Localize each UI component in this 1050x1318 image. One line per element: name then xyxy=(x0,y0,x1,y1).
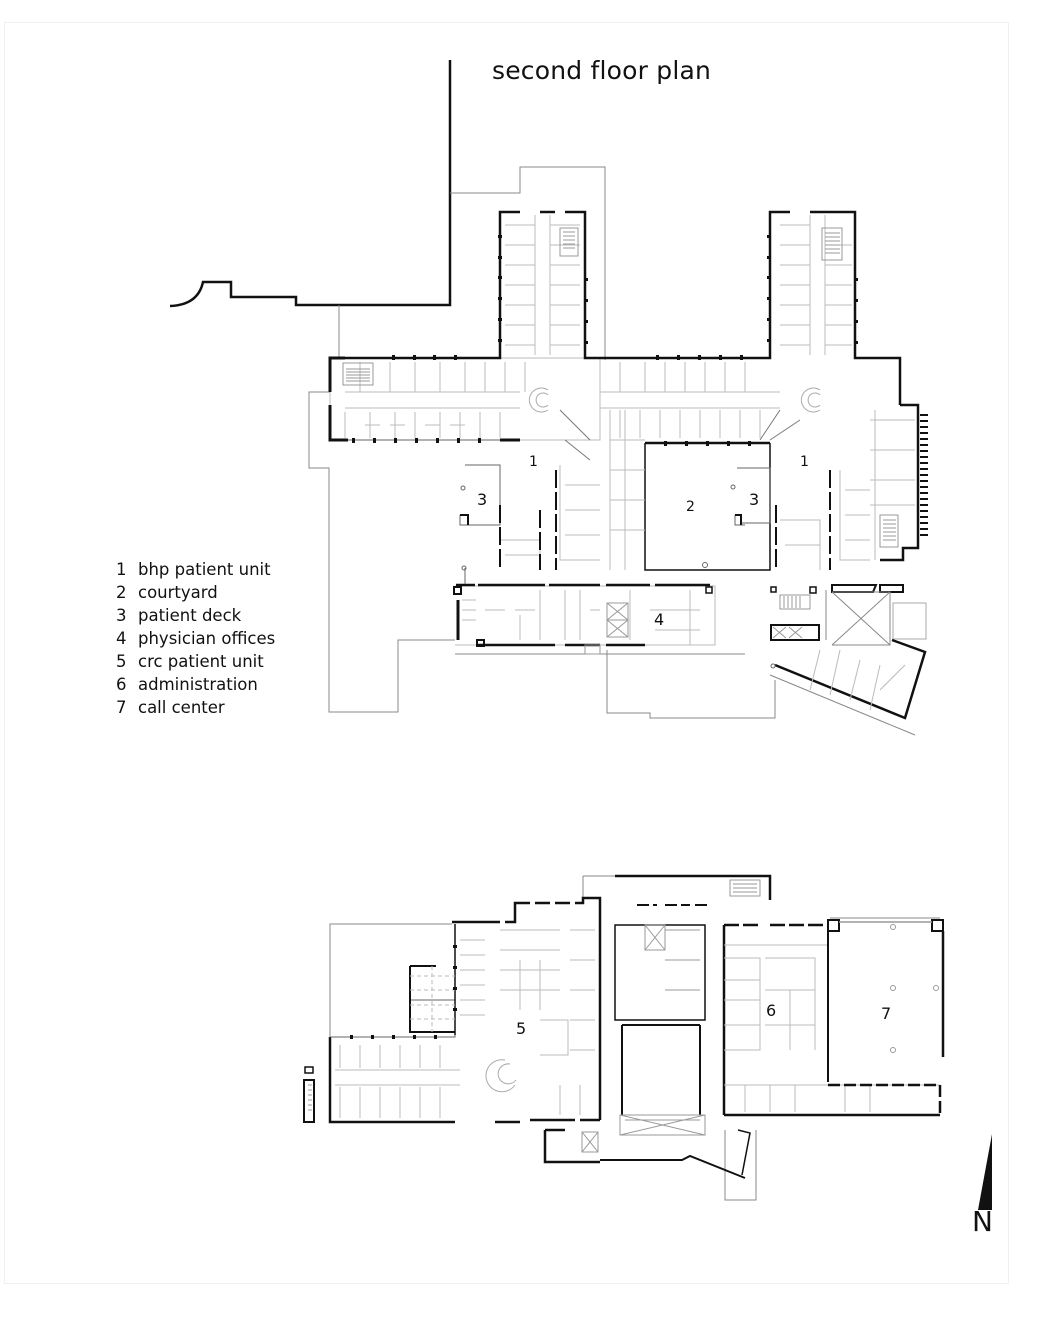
legend-item: 2 courtyard xyxy=(116,581,275,604)
legend-item: 1 bhp patient unit xyxy=(116,558,275,581)
legend-item: 6 administration xyxy=(116,673,275,696)
central-corridor xyxy=(528,210,902,446)
legend: 1 bhp patient unit 2 courtyard 3 patient de… xyxy=(116,558,275,719)
room-label-courtyard: 2 xyxy=(686,499,695,515)
legend-item: 3 patient deck xyxy=(116,604,275,627)
legend-label: courtyard xyxy=(138,583,218,602)
site-boundary xyxy=(169,60,452,308)
room-label-bhp-east: 1 xyxy=(800,454,809,470)
legend-number: 6 xyxy=(116,675,127,694)
central-core xyxy=(600,874,772,1179)
legend-number: 3 xyxy=(116,606,127,625)
west-wing xyxy=(328,210,601,443)
room-label-deck-east: 3 xyxy=(749,490,759,509)
north-label: N xyxy=(972,1205,993,1238)
legend-label: bhp patient unit xyxy=(138,560,271,579)
legend-number: 1 xyxy=(116,560,127,579)
physician-offices-block xyxy=(453,565,716,655)
room-label-bhp-west: 1 xyxy=(529,454,538,470)
legend-number: 7 xyxy=(116,698,127,717)
room-label-call-center: 7 xyxy=(881,1004,891,1023)
crc-patient-unit xyxy=(303,896,602,1164)
legend-number: 5 xyxy=(116,652,127,671)
room-label-administration: 6 xyxy=(766,1001,776,1020)
legend-label: call center xyxy=(138,698,225,717)
page-border xyxy=(4,22,1009,1284)
legend-label: patient deck xyxy=(138,606,242,625)
north-arrow-icon xyxy=(978,1134,992,1210)
southeast-wing xyxy=(770,584,927,720)
room-label-deck-west: 3 xyxy=(477,490,487,509)
administration-block xyxy=(722,923,940,1117)
north-wing-left xyxy=(498,215,588,355)
legend-label: crc patient unit xyxy=(138,652,264,671)
east-wing xyxy=(870,403,928,562)
room-label-physician-offices: 4 xyxy=(654,610,664,629)
legend-label: administration xyxy=(138,675,258,694)
legend-item: 7 call center xyxy=(116,696,275,719)
legend-label: physician offices xyxy=(138,629,276,648)
site-lines xyxy=(308,166,916,736)
legend-item: 5 crc patient unit xyxy=(116,650,275,673)
legend-number: 2 xyxy=(116,583,127,602)
plan-title: second floor plan xyxy=(492,56,712,85)
room-label-crc-patient-unit: 5 xyxy=(516,1019,526,1038)
legend-item: 4 physician offices xyxy=(116,627,275,650)
legend-number: 4 xyxy=(116,629,127,648)
call-center-block xyxy=(827,919,945,1115)
courtyard-block xyxy=(459,409,870,571)
